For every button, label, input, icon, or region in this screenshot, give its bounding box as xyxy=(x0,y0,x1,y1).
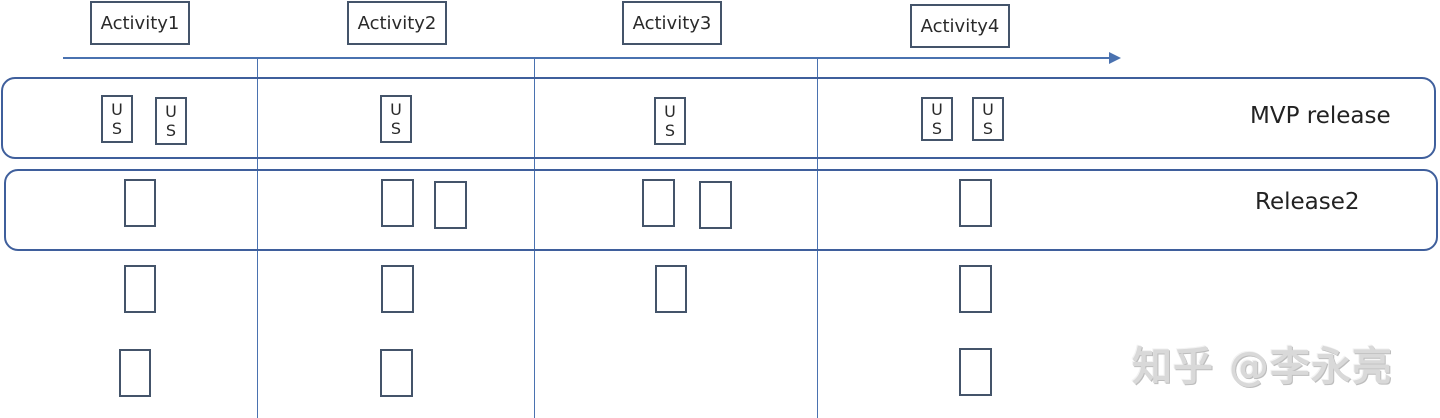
release-label-mvp: MVP release xyxy=(1250,103,1391,129)
story-card xyxy=(381,265,414,313)
timeline-arrow-line xyxy=(63,57,1113,59)
column-divider-3 xyxy=(817,57,818,418)
user-story-letter-u: U xyxy=(664,102,676,121)
user-story-letter-s: S xyxy=(931,119,943,138)
story-card xyxy=(655,265,687,313)
story-card xyxy=(434,181,467,229)
activity-header-4: Activity4 xyxy=(910,4,1010,48)
story-card xyxy=(642,179,675,227)
user-story-letter-s: S xyxy=(390,119,402,138)
timeline-arrow-head xyxy=(1109,52,1121,64)
column-divider-2 xyxy=(534,57,535,418)
story-card xyxy=(124,179,156,227)
user-story-letter-u: U xyxy=(982,100,994,119)
user-story-letter-u: U xyxy=(931,100,943,119)
user-story-card: U S xyxy=(155,97,187,145)
user-story-card: U S xyxy=(101,95,133,143)
activity-header-3: Activity3 xyxy=(622,1,722,45)
column-divider-1 xyxy=(257,57,258,418)
user-story-letter-s: S xyxy=(664,121,676,140)
user-story-letter-s: S xyxy=(165,121,177,140)
story-card xyxy=(699,181,732,229)
user-story-letter-s: S xyxy=(111,119,123,138)
story-card xyxy=(119,349,151,397)
activity-header-2: Activity2 xyxy=(347,1,447,45)
story-card xyxy=(124,265,156,313)
release-band-2 xyxy=(4,169,1438,251)
user-story-card: U S xyxy=(380,95,412,143)
user-story-letter-u: U xyxy=(165,102,177,121)
story-card xyxy=(959,179,992,227)
user-story-card: U S xyxy=(654,97,686,145)
story-card xyxy=(959,348,992,396)
story-card xyxy=(381,179,414,227)
story-card xyxy=(380,349,413,397)
release-band-mvp xyxy=(1,77,1436,159)
user-story-card: U S xyxy=(921,97,953,141)
user-story-letter-u: U xyxy=(390,100,402,119)
user-story-card: U S xyxy=(972,97,1004,141)
watermark-text: 知乎 @李永亮 xyxy=(1132,344,1393,390)
user-story-letter-s: S xyxy=(982,119,994,138)
activity-header-1: Activity1 xyxy=(90,1,190,45)
user-story-letter-u: U xyxy=(111,100,123,119)
story-card xyxy=(959,265,992,313)
release-label-2: Release2 xyxy=(1255,189,1360,215)
